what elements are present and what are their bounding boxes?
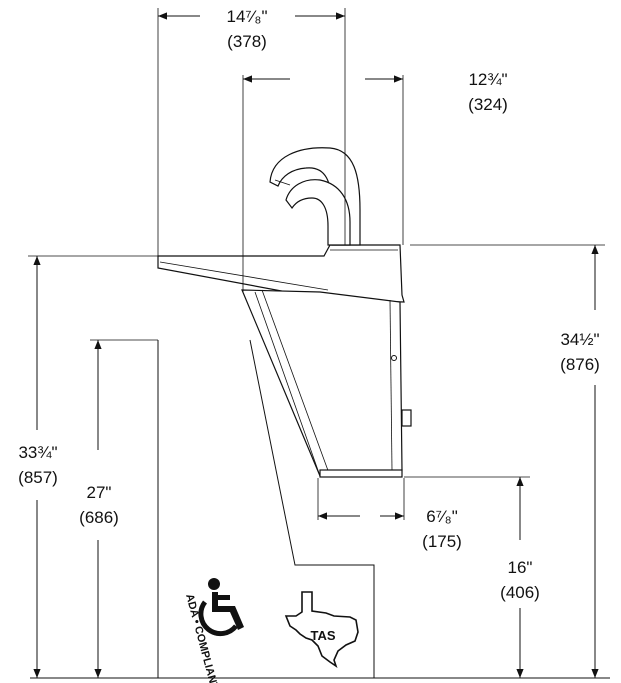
dim-top-width-mm: (378) <box>227 32 267 51</box>
dim-knee-height-inches: 27" <box>87 483 112 502</box>
dim-overall-height-inches: 34½" <box>560 330 599 349</box>
fixture-screw <box>391 355 397 361</box>
dim-top-width-inches: 14⁷⁄₈" <box>227 7 268 26</box>
dimension-labels: 14⁷⁄₈" (378) 12¾" (324) 34½" (876) 33¾" … <box>18 7 600 602</box>
fountain-fixture <box>157 147 412 478</box>
texas-state-icon <box>284 591 359 668</box>
dim-bottom-height-inches: 16" <box>508 558 533 577</box>
dim-knee-height-mm: (686) <box>79 508 119 527</box>
dimension-lines <box>33 12 599 678</box>
dim-basin-width-inches: 12¾" <box>468 70 507 89</box>
bubbler-front <box>285 179 351 246</box>
fixture-top-ledge <box>157 244 405 303</box>
dim-bottom-depth-mm: (175) <box>422 532 462 551</box>
dim-overall-height-mm: (876) <box>560 355 600 374</box>
extension-lines <box>28 8 605 520</box>
dim-bottom-depth-inches: 6⁷⁄₈" <box>426 507 458 526</box>
fixture-side-nub <box>401 409 412 427</box>
fixture-foot <box>319 469 403 478</box>
ada-compliant-badge: ADA • COMPLIANT <box>183 578 244 683</box>
wheelchair-icon <box>198 578 244 637</box>
dim-rim-height-inches: 33¾" <box>18 443 57 462</box>
clearance-outline <box>30 339 610 679</box>
dim-basin-width-mm: (324) <box>468 95 508 114</box>
tas-badge: TAS <box>284 591 359 668</box>
tas-badge-text: TAS <box>310 628 335 643</box>
dim-rim-height-mm: (857) <box>18 468 58 487</box>
fixture-body <box>241 289 403 477</box>
dim-bottom-height-mm: (406) <box>500 583 540 602</box>
